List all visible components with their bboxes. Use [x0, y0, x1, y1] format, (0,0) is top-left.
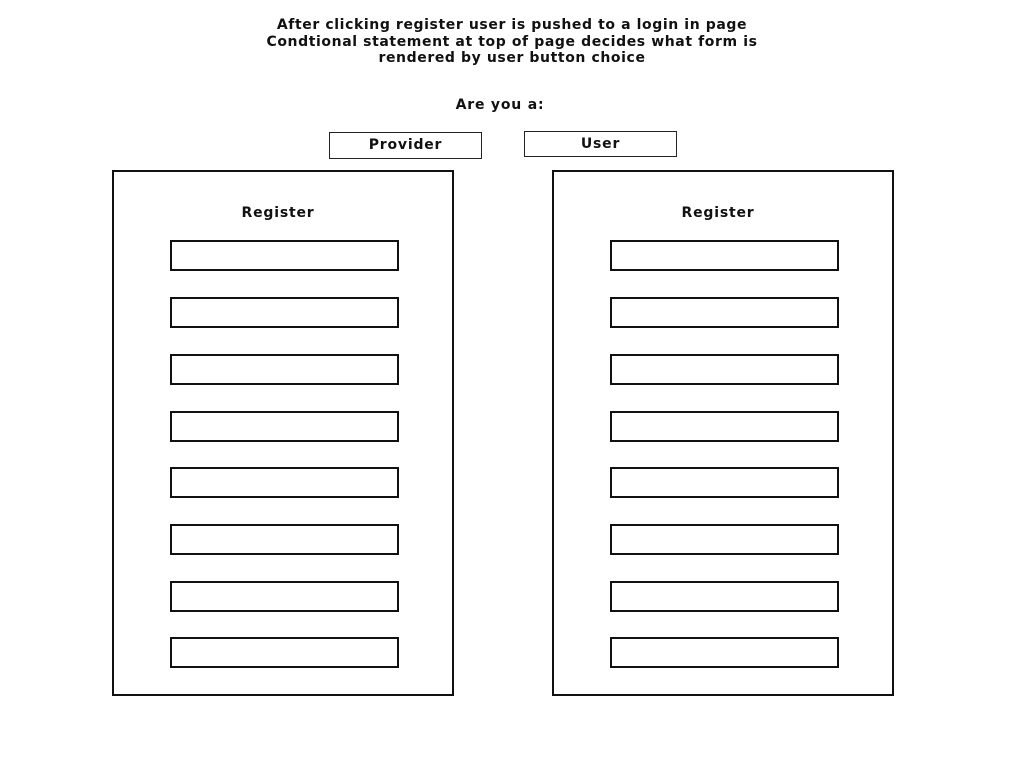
register-field[interactable]: [170, 524, 399, 555]
register-field[interactable]: [170, 467, 399, 498]
form-title: Register: [241, 205, 315, 221]
register-field[interactable]: [610, 240, 839, 271]
register-field[interactable]: [170, 637, 399, 668]
register-field[interactable]: [170, 581, 399, 612]
annotation-line: Condtional statement at top of page deci…: [266, 33, 758, 50]
register-field[interactable]: [610, 354, 839, 385]
register-field[interactable]: [170, 411, 399, 442]
user-register-form: Register: [552, 170, 894, 696]
register-field[interactable]: [170, 297, 399, 328]
annotation-note: After clicking register user is pushed t…: [212, 17, 812, 67]
register-field[interactable]: [170, 240, 399, 271]
register-field[interactable]: [170, 354, 399, 385]
annotation-line: rendered by user button choice: [378, 50, 646, 66]
provider-button[interactable]: Provider: [329, 132, 482, 159]
register-field[interactable]: [610, 411, 839, 442]
register-field[interactable]: [610, 467, 839, 498]
form-title: Register: [681, 205, 755, 221]
role-question: Are you a:: [455, 97, 545, 113]
register-field[interactable]: [610, 581, 839, 612]
register-field[interactable]: [610, 297, 839, 328]
register-field[interactable]: [610, 524, 839, 555]
register-field[interactable]: [610, 637, 839, 668]
annotation-line: After clicking register user is pushed t…: [276, 17, 748, 33]
user-button[interactable]: User: [524, 131, 677, 157]
provider-register-form: Register: [112, 170, 454, 696]
